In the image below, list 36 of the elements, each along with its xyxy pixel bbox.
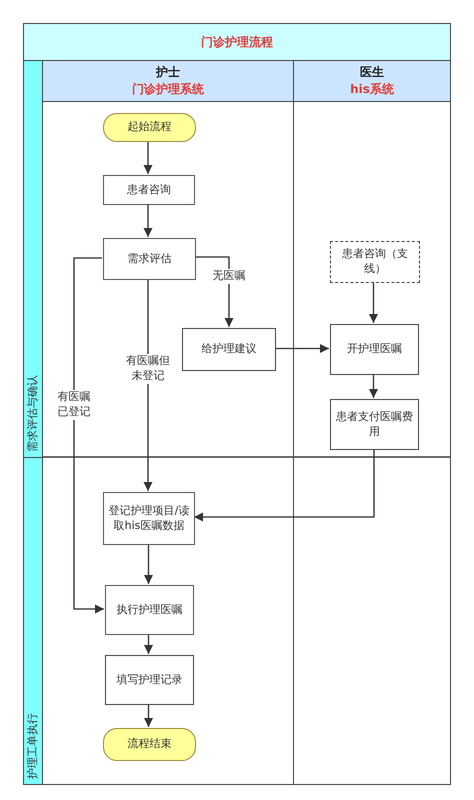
phase-label: 需求评估与确认 [26, 375, 40, 452]
process-box: 填写护理记录 [105, 655, 194, 705]
lane-title: 护士 [156, 64, 180, 81]
phase-label: 护理工单执行 [26, 713, 40, 779]
arrow [195, 256, 234, 327]
arrow [144, 279, 152, 491]
arrow [144, 704, 153, 727]
arrow [144, 544, 153, 584]
arrow [369, 374, 378, 398]
lane-title: 医生 [360, 64, 384, 81]
arrow [73, 257, 104, 614]
terminal-box: 流程结束 [103, 728, 196, 761]
system-name: his系统 [350, 81, 394, 98]
title: 门诊护理流程 [23, 23, 451, 61]
arrow [369, 282, 378, 323]
arrow [144, 141, 152, 174]
terminal-box: 起始流程 [103, 113, 196, 142]
process-box: 患者支付医嘱费用 [330, 399, 419, 450]
process-box: 患者咨询 [103, 175, 195, 205]
process-box: 登记护理项目/读取his医嘱数据 [103, 492, 195, 545]
system-name: 门诊护理系统 [132, 81, 204, 98]
arrow [144, 204, 152, 237]
arrow [194, 449, 375, 522]
phase-band [23, 60, 43, 458]
arrow [144, 634, 153, 654]
process-box: 需求评估 [103, 238, 196, 280]
edge-label: 有医嘱已登记 [55, 390, 93, 420]
phase-band [23, 457, 43, 785]
process-box: 执行护理医嘱 [105, 585, 194, 635]
swimlane [293, 60, 451, 785]
process-box: 患者咨询（支线） [330, 241, 420, 283]
process-box: 给护理建议 [182, 328, 276, 371]
arrow [275, 344, 329, 353]
swimlane [42, 60, 294, 785]
edge-label: 有医嘱但未登记 [124, 354, 172, 384]
process-box: 开护理医嘱 [330, 324, 419, 375]
